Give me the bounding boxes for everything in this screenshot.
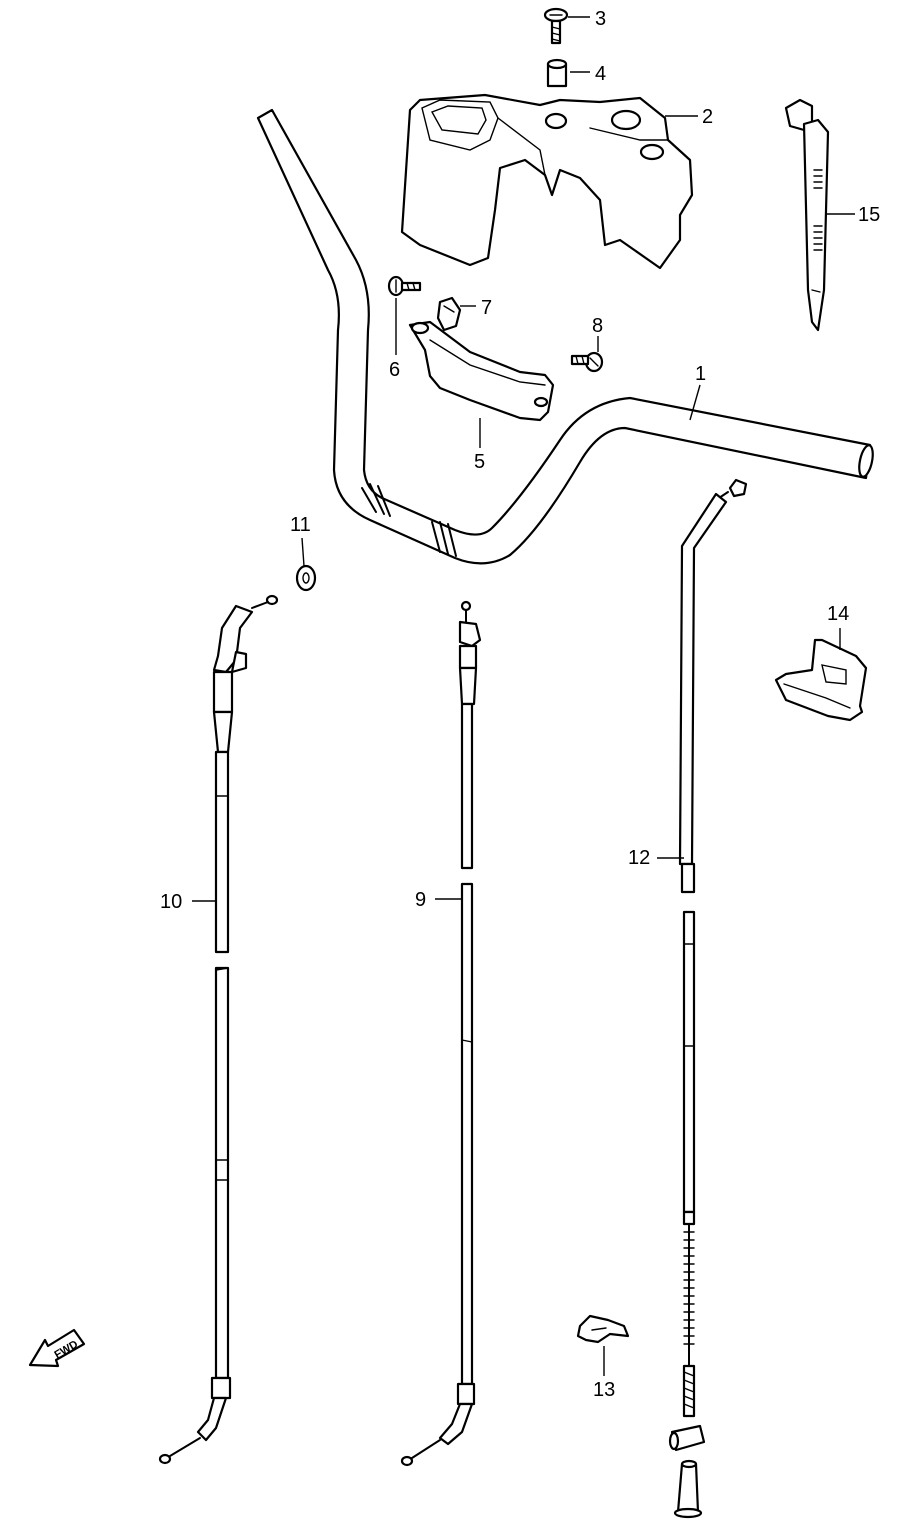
fwd-arrow: FWD	[28, 1328, 86, 1368]
part-7-nut-clip	[436, 296, 462, 332]
callout-9: 9	[415, 889, 426, 911]
part-6-screw	[387, 275, 422, 297]
part-1-handlebar	[256, 108, 874, 565]
callout-11: 11	[290, 514, 311, 536]
callout-8: 8	[592, 315, 603, 337]
callout-3: 3	[595, 8, 606, 30]
callout-14: 14	[827, 603, 849, 625]
callout-7: 7	[481, 297, 492, 319]
part-11-washer	[295, 564, 317, 592]
callout-4: 4	[595, 63, 606, 85]
part-3-screw	[543, 7, 569, 45]
part-13-clip	[576, 1314, 630, 1344]
callout-5: 5	[474, 451, 485, 473]
callout-15: 15	[858, 204, 880, 226]
part-14-bracket	[774, 638, 868, 722]
leader-lines	[192, 16, 855, 1376]
part-9-throttle-cable	[400, 600, 482, 1467]
callout-2: 2	[702, 106, 713, 128]
callout-6: 6	[389, 359, 400, 381]
part-2-handlebar-cover	[400, 93, 694, 270]
callout-13: 13	[593, 1379, 615, 1401]
part-4-spacer	[546, 58, 568, 88]
part-5-lower-cover	[408, 320, 555, 422]
callout-12: 12	[628, 847, 650, 869]
callout-1: 1	[695, 363, 706, 385]
part-8-screw	[570, 351, 604, 373]
part-15-cable-tie	[784, 98, 830, 332]
part-12-clutch-cable	[668, 478, 748, 1519]
callout-10: 10	[160, 891, 182, 913]
part-10-throttle-cable	[158, 594, 279, 1465]
callouts: 1 2 3 4 5 6 7 8 9 10 11 12 13 14 15	[160, 8, 880, 1401]
